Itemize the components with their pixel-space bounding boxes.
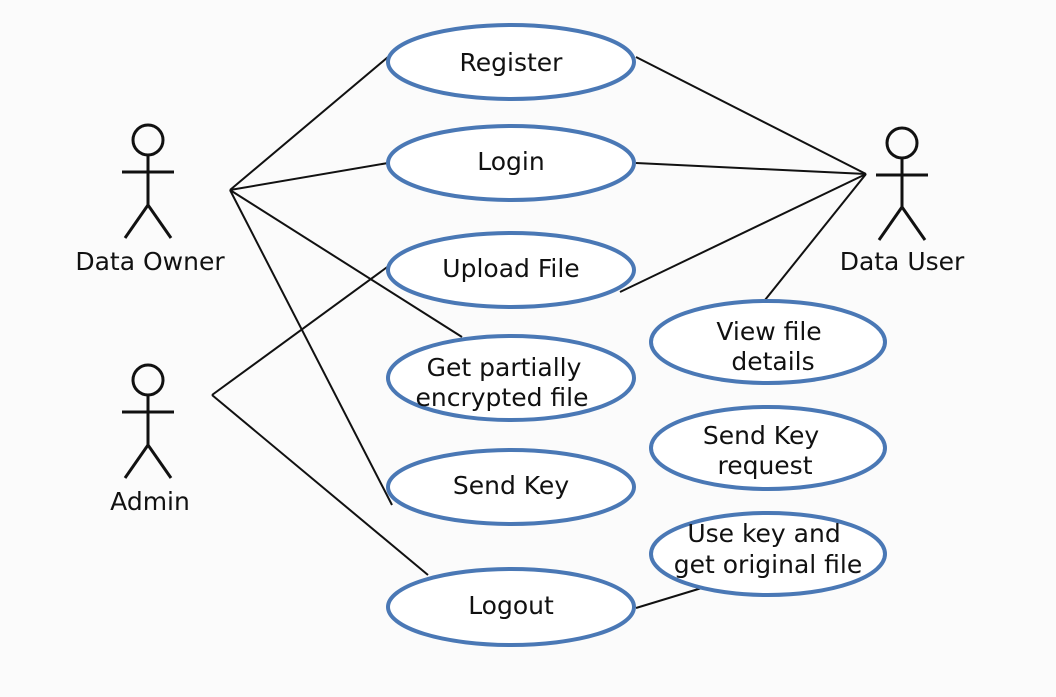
use-case-label-line: Login [477, 147, 544, 176]
assoc-user-view-file [764, 173, 867, 301]
use-case-register: Register [386, 23, 636, 101]
use-case-label-line: request [717, 451, 812, 480]
actor-left-leg [123, 204, 150, 239]
use-case-ellipse [649, 405, 887, 491]
use-case-label-view-file: View file details [716, 317, 829, 376]
actor-label-data-user: Data User [840, 247, 965, 276]
use-case-view-file-details: View file details [649, 299, 887, 385]
use-case-send-key: Send Key [386, 448, 636, 526]
use-case-label-line: Register [460, 48, 564, 77]
use-case-label-line: Logout [468, 591, 554, 620]
use-case-label-line: encrypted file [416, 383, 589, 412]
use-case-label-line: Send Key [453, 471, 569, 500]
use-case-get-partially-encrypted-file: Get partially encrypted file [386, 334, 636, 422]
use-case-ellipse [649, 299, 887, 385]
use-case-label-send-key: Send Key [453, 471, 569, 500]
use-case-ellipse [386, 124, 636, 202]
use-case-label-line: View file [716, 317, 821, 346]
use-case-label-line: Send Key [703, 421, 819, 450]
use-case-ellipse [386, 448, 636, 526]
use-case-ellipse [386, 567, 636, 647]
assoc-user-register [635, 56, 867, 175]
assoc-admin-upload [211, 264, 391, 396]
use-case-label-line: Use key and [687, 519, 840, 548]
use-case-label-line: Upload File [442, 254, 579, 283]
actor-label-admin: Admin [110, 487, 190, 516]
use-case-ellipse [386, 231, 636, 309]
use-case-label-register: Register [460, 48, 564, 77]
use-case-ellipse [386, 334, 636, 422]
use-case-logout: Logout [386, 567, 636, 647]
use-case-label-get-partial: Get partially encrypted file [416, 353, 590, 412]
actor-head [885, 126, 919, 160]
actor-data-user: Data User [840, 126, 965, 276]
assoc-admin-logout [211, 394, 429, 576]
assoc-owner-send-key [229, 189, 393, 506]
actor-label-data-owner: Data Owner [75, 247, 225, 276]
actor-right-leg [900, 206, 927, 241]
use-case-ellipse [386, 23, 636, 101]
use-case-label-line: details [731, 347, 814, 376]
actor-head [131, 123, 165, 157]
use-case-login: Login [386, 124, 636, 202]
associations [211, 56, 867, 609]
use-case-label-login: Login [477, 147, 544, 176]
use-case-label-upload-file: Upload File [442, 254, 579, 283]
actor-head [131, 363, 165, 397]
actor-admin: Admin [110, 363, 190, 516]
actor-left-leg [877, 206, 904, 241]
use-case-label-use-key: Use key and get original file [674, 519, 862, 579]
assoc-owner-get-partial [229, 189, 463, 338]
actor-left-leg [123, 444, 150, 479]
actor-right-leg [146, 444, 173, 479]
assoc-user-login [635, 162, 867, 175]
use-case-label-send-key-request: Send Key request [703, 421, 827, 480]
use-case-ellipse [649, 511, 887, 597]
assoc-owner-register [229, 56, 389, 191]
actor-data-owner: Data Owner [75, 123, 225, 276]
use-case-send-key-request: Send Key request [649, 405, 887, 491]
assoc-logout-use-key [635, 586, 706, 609]
use-case-label-line: Get partially [427, 353, 582, 382]
assoc-user-upload [619, 173, 867, 293]
use-case-use-key-get-original-file: Use key and get original file [649, 511, 887, 597]
use-case-upload-file: Upload File [386, 231, 636, 309]
assoc-owner-login [229, 162, 389, 191]
use-case-label-logout: Logout [468, 591, 554, 620]
actor-right-leg [146, 204, 173, 239]
use-case-label-line: get original file [674, 550, 862, 579]
